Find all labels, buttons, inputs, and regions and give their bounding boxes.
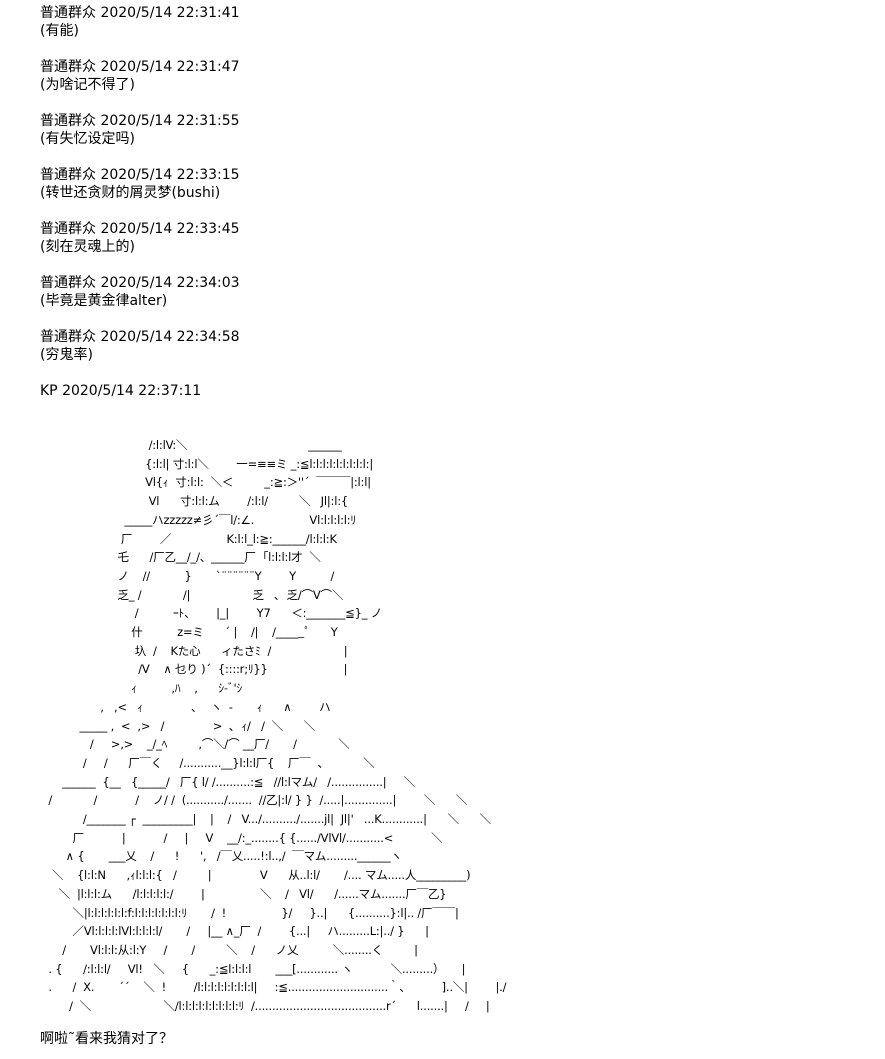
message: 普通群众 2020/5/14 22:31:55 (有失忆设定吗)	[40, 112, 240, 148]
message: 普通群众 2020/5/14 22:33:15 (转世还贪财的屑灵梦(bushi…	[40, 166, 240, 202]
message-header: 普通群众 2020/5/14 22:31:41	[40, 5, 240, 21]
message-header: 普通群众 2020/5/14 22:34:03	[40, 275, 240, 291]
message: 普通群众 2020/5/14 22:34:03 (毕竟是黄金律alter)	[40, 274, 240, 310]
message: 普通群众 2020/5/14 22:34:58 (穷鬼率)	[40, 328, 240, 364]
message-text: (转世还贪财的屑灵梦(bushi)	[40, 185, 221, 201]
message-header: KP 2020/5/14 22:37:11	[40, 383, 202, 399]
message-header: 普通群众 2020/5/14 22:34:58	[40, 329, 240, 345]
message: 普通群众 2020/5/14 22:31:47 (为啥记不得了)	[40, 58, 240, 94]
message-header: 普通群众 2020/5/14 22:33:45	[40, 221, 240, 237]
message-text: (穷鬼率)	[40, 347, 93, 363]
message-text: (为啥记不得了)	[40, 77, 135, 93]
message-header: 普通群众 2020/5/14 22:33:15	[40, 167, 240, 183]
ascii-art: /:l:lV:＼ ______ {:l:l| 寸:l:l＼ 一=≡≡ミ _:≦l…	[48, 438, 507, 1014]
message-header: 普通群众 2020/5/14 22:31:47	[40, 59, 240, 75]
message: 普通群众 2020/5/14 22:33:45 (刻在灵魂上的)	[40, 220, 240, 256]
message-text: (有失忆设定吗)	[40, 131, 135, 147]
kp-message: KP 2020/5/14 22:37:11	[40, 382, 201, 400]
message-header: 普通群众 2020/5/14 22:31:55	[40, 113, 240, 129]
message-text: (有能)	[40, 23, 79, 39]
message-text: (刻在灵魂上的)	[40, 239, 135, 255]
message-text: (毕竟是黄金律alter)	[40, 293, 168, 309]
closing-line: 啊啦˜看来我猜对了？	[40, 1031, 173, 1047]
message: 普通群众 2020/5/14 22:31:41 (有能)	[40, 4, 240, 40]
